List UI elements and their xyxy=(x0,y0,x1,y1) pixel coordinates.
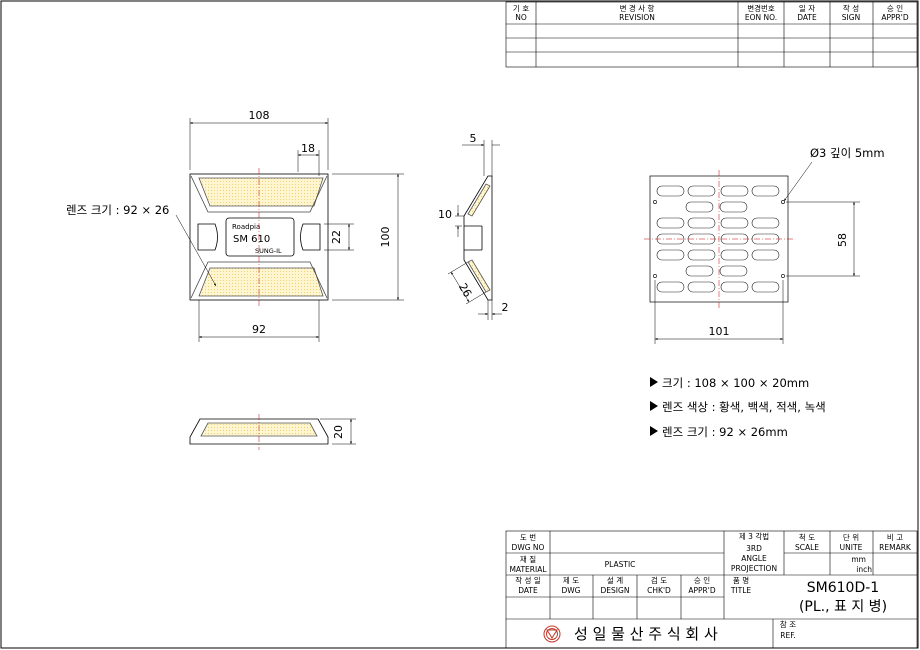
title-block xyxy=(505,530,918,649)
notes: 크기 : 108 × 100 × 20mm 렌즈 색상 : 황색, 백색, 적색… xyxy=(650,376,826,439)
tb-design-en: DESIGN xyxy=(601,586,630,595)
right-slot xyxy=(300,223,321,251)
tb-scale-en: SCALE xyxy=(795,543,819,552)
tb-apprd-en: APPR'D xyxy=(688,586,715,595)
bottom-dimensions xyxy=(320,418,356,445)
side-mid-dim: 10 xyxy=(438,208,452,221)
label-plate xyxy=(225,217,295,257)
label-brand: Roadpia xyxy=(232,223,260,231)
tb-dwg-ko: 제 도 xyxy=(563,576,579,585)
tb-chkd-ko: 검 도 xyxy=(651,575,667,585)
rev-revision-ko: 변 경 사 항 xyxy=(620,3,655,13)
side-upper-lens xyxy=(467,183,491,217)
label-maker: SUNG-IL xyxy=(255,247,282,255)
side-top-dim: 5 xyxy=(470,132,477,145)
tb-dwg-en: DWG xyxy=(561,586,580,595)
tb-projection-en3: PROJECTION xyxy=(731,564,777,573)
tb-scale-ko: 척 도 xyxy=(799,533,815,542)
side-bottom-dim: 2 xyxy=(502,301,509,314)
front-base-dim: 92 xyxy=(252,323,266,336)
side-lower-lens xyxy=(467,259,491,293)
plan-dimensions xyxy=(654,161,860,344)
front-dimensions xyxy=(175,118,404,342)
tb-ref-en: REF. xyxy=(780,631,795,640)
tb-design-ko: 설 계 xyxy=(607,575,623,585)
tb-unit-inch: inch xyxy=(856,565,872,574)
tb-dwgno-ko: 도 번 xyxy=(520,533,536,542)
side-dimensions xyxy=(447,140,502,320)
lens-size-callout: 렌즈 크기 : 92 × 26 xyxy=(66,203,169,217)
plan-span-dim: 58 xyxy=(836,233,849,247)
revision-block xyxy=(505,1,918,68)
tb-apprd-ko: 승 인 xyxy=(694,575,710,585)
bottom-height-dim: 20 xyxy=(332,425,345,439)
tb-unit-mm: mm xyxy=(851,555,866,564)
company-logo-icon xyxy=(543,625,561,643)
front-label-text: Roadpia SM 610 SUNG-IL xyxy=(232,223,282,255)
tb-dwgno-en: DWG NO xyxy=(512,543,545,552)
tb-projection-en2: ANGLE xyxy=(741,554,767,563)
rev-eon-ko: 변경번호 xyxy=(747,3,775,13)
tb-projection-en1: 3RD xyxy=(746,544,762,553)
side-view xyxy=(463,175,493,301)
note-lens-size: 렌즈 크기 : 92 × 26mm xyxy=(662,425,788,439)
plan-holes xyxy=(653,200,785,278)
tb-remark-ko: 비 고 xyxy=(887,533,903,542)
hole-callout: Ø3 깊이 5mm xyxy=(810,146,885,160)
rev-apprd-en: APPR'D xyxy=(881,13,908,22)
rev-date-en: DATE xyxy=(797,13,817,22)
rev-date-ko: 일 자 xyxy=(799,4,815,13)
lower-lens xyxy=(198,267,324,297)
revision-headers: 기 호 NO 변 경 사 항 REVISION 변경번호 EON NO. 일 자… xyxy=(513,3,909,22)
tb-material-ko: 재 질 xyxy=(520,555,536,564)
tb-title-value-2: (PL., 표 지 병) xyxy=(799,599,887,615)
tb-unit-en: UNITE xyxy=(840,543,863,552)
tb-chkd-en: CHK'D xyxy=(647,586,671,595)
tb-remark-en: REMARK xyxy=(879,543,912,552)
note-size: 크기 : 108 × 100 × 20mm xyxy=(662,376,809,390)
tb-ref-ko: 참 조 xyxy=(780,619,796,629)
tb-unit-ko: 단 위 xyxy=(843,532,859,542)
bullet-icon xyxy=(650,401,658,411)
rev-eon-en: EON NO. xyxy=(745,13,777,22)
rev-sign-en: SIGN xyxy=(842,13,860,22)
side-lens-dim: 26 xyxy=(456,281,474,300)
tb-material-value: PLASTIC xyxy=(605,560,636,569)
upper-lens xyxy=(198,177,324,207)
note-lens-colors: 렌즈 색상 : 황색, 백색, 적색, 녹색 xyxy=(662,400,826,414)
label-model: SM 610 xyxy=(233,234,270,245)
rev-sign-ko: 작 성 xyxy=(843,3,859,13)
left-slot xyxy=(197,223,218,251)
company-name: 성 일 물 산 주 식 회 사 xyxy=(574,625,718,643)
plan-slots xyxy=(656,185,780,293)
front-height-dim: 100 xyxy=(379,227,392,248)
bullet-icon xyxy=(650,426,658,436)
plan-width-dim: 101 xyxy=(709,325,730,338)
front-width-dim: 108 xyxy=(249,109,270,122)
bullet-icon xyxy=(650,377,658,387)
front-lens-offset-dim: 18 xyxy=(301,142,315,155)
tb-title-value-1: SM610D-1 xyxy=(807,580,879,596)
tb-title-ko: 품 명 xyxy=(733,575,749,585)
title-block-text: 도 번 DWG NO 재 질 MATERIAL PLASTIC 제 3 각법 3… xyxy=(509,531,911,640)
tb-title-en: TITLE xyxy=(730,586,752,595)
tb-date-en: DATE xyxy=(518,586,538,595)
rev-no-en: NO xyxy=(515,13,527,22)
rev-revision-en: REVISION xyxy=(619,13,655,22)
tb-material-en: MATERIAL xyxy=(509,565,547,574)
tb-projection-ko: 제 3 각법 xyxy=(739,531,769,541)
front-slot-dim: 22 xyxy=(330,230,343,244)
tb-date-ko: 작 성 일 xyxy=(515,575,541,585)
rev-no-ko: 기 호 xyxy=(513,4,529,13)
rev-apprd-ko: 승 인 xyxy=(887,3,903,13)
